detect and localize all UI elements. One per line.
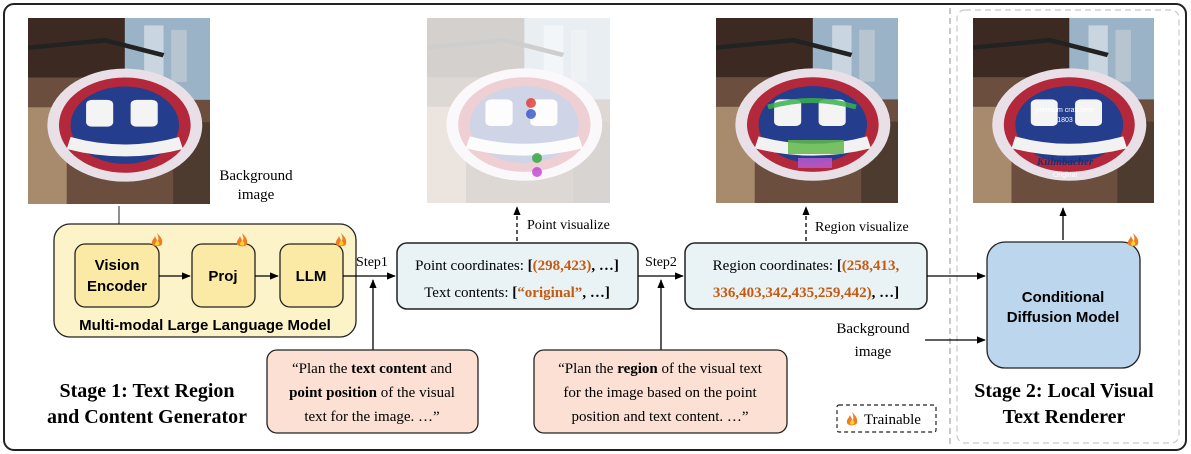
region-marker-brand [788, 140, 844, 154]
prompt2-line1: “Plan the region of the visual text [558, 361, 763, 377]
background-label-line2: image [238, 187, 275, 203]
prompt2-box [533, 349, 788, 434]
outer-frame [3, 3, 1187, 451]
background-label-line1: Background [219, 168, 293, 184]
region-visualize-image [716, 18, 898, 203]
step2-label: Step2 [645, 255, 677, 270]
vision-encoder-label-line1: Vision [95, 257, 140, 274]
stage1-title-line2: and Content Generator [47, 406, 247, 428]
prompt1-line1: “Plan the text content and [292, 361, 452, 377]
region-coordinates-line2: 336,403,342,435,259,442), …] [713, 285, 899, 301]
region-coordinates-line1: Region coordinates: [(258,413, [713, 258, 900, 274]
diffusion-model-box [986, 241, 1141, 369]
rendered-output-image: premium craft beer 1803 Kulmbacher Origi… [973, 18, 1154, 203]
sign-text-year: 1803 [1057, 117, 1073, 124]
sign-text-brand: Kulmbacher [1036, 156, 1094, 168]
diffusion-model-label-line2: Diffusion Model [1007, 309, 1120, 326]
point-marker-pink [532, 167, 542, 177]
point-visualize-image [427, 18, 610, 203]
stage1-title-line1: Stage 1: Text Region [60, 380, 235, 402]
vision-encoder-box [74, 243, 160, 308]
point-marker-green [532, 153, 542, 163]
prompt2-line3: position and text content. …” [571, 409, 748, 425]
prompt2-line2: for the image based on the point [563, 385, 757, 401]
prompt1-box [266, 349, 479, 434]
text-contents-line: Text contents: [“original”, …] [424, 285, 610, 301]
stage2-frame [956, 9, 1180, 444]
point-marker-blue [526, 109, 536, 119]
sign-text-top: premium craft beer [1036, 107, 1095, 114]
llm-label: LLM [296, 268, 327, 285]
vision-encoder-label-line2: Encoder [87, 278, 147, 295]
diffusion-model-label-line1: Conditional [1022, 289, 1105, 306]
region-marker-top [767, 98, 857, 110]
sign-text-bottom: Original [1053, 172, 1078, 179]
background-image [28, 18, 210, 204]
proj-label: Proj [208, 268, 237, 285]
step1-label: Step1 [356, 255, 388, 270]
stage2-title-line2: Text Renderer [1003, 406, 1126, 428]
point-visualize-label: Point visualize [527, 218, 610, 233]
prompt1-line2: point position of the visual [289, 385, 455, 401]
diffusion-bg-label-line1: Background [836, 321, 910, 337]
mllm-title: Multi-modal Large Language Model [79, 317, 331, 334]
region-marker-bottom [798, 158, 832, 168]
point-marker-red [526, 98, 536, 108]
stage2-title-line1: Stage 2: Local Visual [974, 380, 1154, 402]
point-coordinates-line: Point coordinates: [(298,423), …] [415, 258, 619, 274]
trainable-legend-label: Trainable [864, 412, 921, 428]
trainable-legend [836, 404, 937, 433]
prompt1-line3: text for the image. …” [304, 409, 439, 425]
diffusion-bg-label-line2: image [855, 344, 892, 360]
region-visualize-label: Region visualize [815, 220, 909, 235]
trainable-flame-icon [1127, 233, 1139, 247]
